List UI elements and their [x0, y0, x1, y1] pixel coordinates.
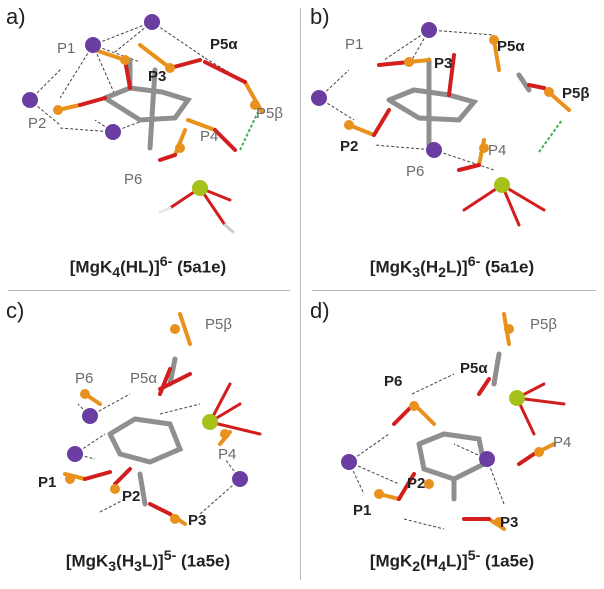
panel-letter: d) — [310, 298, 330, 323]
label-p5b: P5β — [256, 105, 283, 122]
label-p6: P6 — [384, 373, 403, 390]
formula-caption: [MgK3(H3L)]5- (1a5e) — [65, 548, 231, 576]
potassium-atoms — [22, 14, 160, 140]
panel-b: b) P1 P5α P3 — [304, 0, 600, 290]
label-p5b: P5β — [562, 85, 590, 102]
label-p4: P4 — [553, 434, 572, 451]
label-p5b: P5β — [530, 316, 557, 333]
label-p2: P2 — [122, 488, 141, 505]
formula-caption: [MgK2(H4L)]5- (1a5e) — [369, 548, 535, 576]
label-p6: P6 — [124, 171, 143, 188]
molecule-structure-a — [22, 14, 264, 234]
label-p1: P1 — [57, 40, 76, 57]
horizontal-divider-right — [312, 290, 596, 291]
formula-caption: [MgK3(H2L)]6- (5a1e) — [369, 254, 535, 282]
molecule-structure-b — [311, 22, 571, 227]
panel-letter: b) — [310, 4, 330, 29]
hydrogen-bond — [239, 111, 259, 151]
label-p6: P6 — [406, 163, 425, 180]
label-p3: P3 — [500, 514, 519, 531]
label-p5a: P5α — [460, 360, 488, 377]
phosphorus-atoms — [53, 55, 260, 153]
label-p2: P2 — [340, 138, 359, 155]
label-p4: P4 — [200, 128, 219, 145]
magnesium-atom — [192, 180, 208, 196]
panel-a: a) — [0, 0, 296, 290]
label-p5a: P5α — [130, 370, 158, 387]
label-p4: P4 — [218, 446, 237, 463]
label-p3: P3 — [148, 68, 167, 85]
phosphate-bonds — [56, 43, 264, 162]
label-p4: P4 — [488, 142, 507, 159]
label-p6: P6 — [75, 370, 94, 387]
panel-letter: a) — [6, 4, 26, 29]
label-p1: P1 — [353, 502, 372, 519]
panel-d: d) P5β P5α P6 P4 — [304, 294, 600, 584]
label-p3: P3 — [434, 55, 453, 72]
panel-c: c) P5β P6 P5α P4 — [0, 294, 296, 584]
label-p2: P2 — [407, 475, 426, 492]
molecule-structure-d — [341, 312, 566, 531]
label-p5a: P5α — [210, 36, 238, 53]
panel-letter: c) — [6, 298, 25, 323]
label-p5a: P5α — [497, 38, 525, 55]
vertical-divider — [300, 8, 301, 580]
horizontal-divider-left — [8, 290, 290, 291]
formula-caption: [MgK4(HL)]6- (5a1e) — [69, 254, 227, 282]
label-p5b: P5β — [205, 316, 232, 333]
label-p1: P1 — [38, 474, 57, 491]
label-p3: P3 — [188, 512, 207, 529]
label-p2: P2 — [28, 115, 47, 132]
molecule-structure-c — [63, 312, 262, 526]
label-p1: P1 — [345, 36, 364, 53]
